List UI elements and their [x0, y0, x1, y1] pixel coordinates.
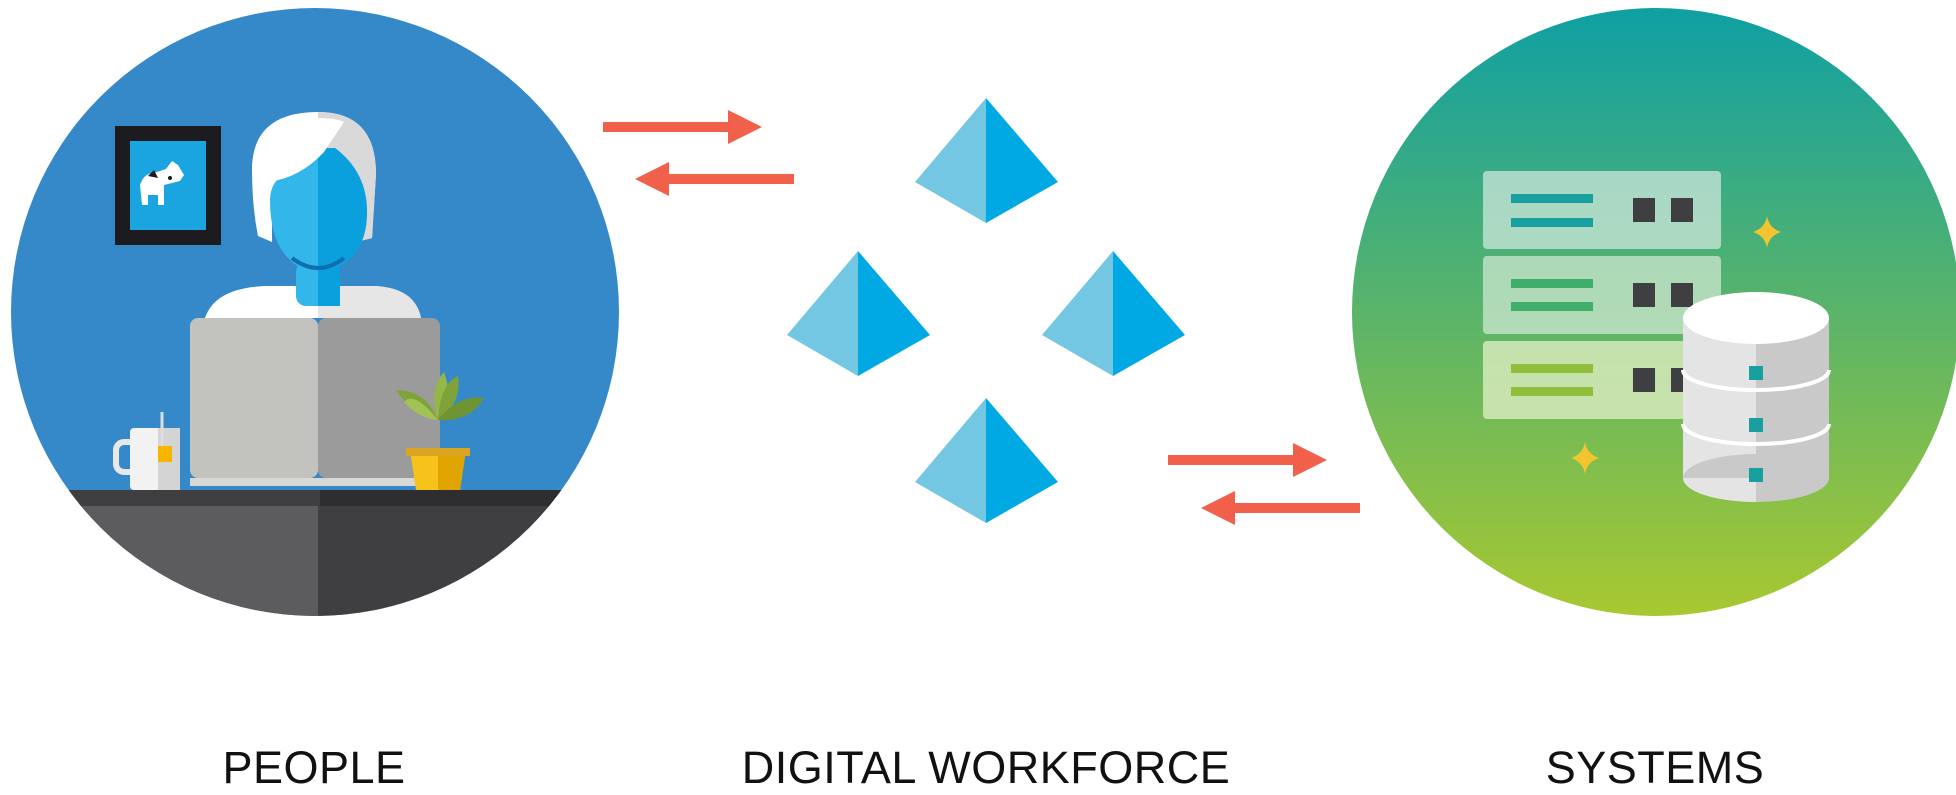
plant-icon: [396, 372, 484, 490]
arrows-left: [603, 110, 794, 196]
systems-illustration: [1352, 8, 1956, 616]
arrow-icon: [1201, 491, 1360, 525]
pyramid-icon: [787, 251, 930, 376]
desk-front-right: [318, 506, 619, 616]
people-label: PEOPLE: [222, 742, 406, 793]
arrow-icon: [635, 162, 794, 196]
server-rack-icon: [1483, 171, 1721, 419]
digital-workforce-pyramids: [787, 98, 1185, 523]
systems-label: SYSTEMS: [1545, 742, 1765, 793]
pyramid-icon: [915, 398, 1058, 523]
arrow-icon: [603, 110, 762, 144]
mug-icon: [113, 412, 180, 490]
desk-top: [11, 490, 320, 506]
sparkle-icon: [1753, 216, 1781, 248]
dog-picture-frame-icon: [115, 126, 221, 245]
person-icon: [205, 112, 421, 318]
database-icon: [1681, 292, 1831, 502]
sparkle-icon: [1571, 442, 1599, 474]
arrow-icon: [1168, 443, 1327, 477]
people-illustration: [11, 8, 619, 616]
arrows-right: [1168, 443, 1360, 525]
pyramid-icon: [915, 98, 1058, 223]
pyramid-icon: [1042, 251, 1185, 376]
digital-workforce-label: DIGITAL WORKFORCE: [741, 742, 1231, 793]
laptop-icon: [190, 318, 440, 486]
desk-front-left: [11, 506, 318, 616]
